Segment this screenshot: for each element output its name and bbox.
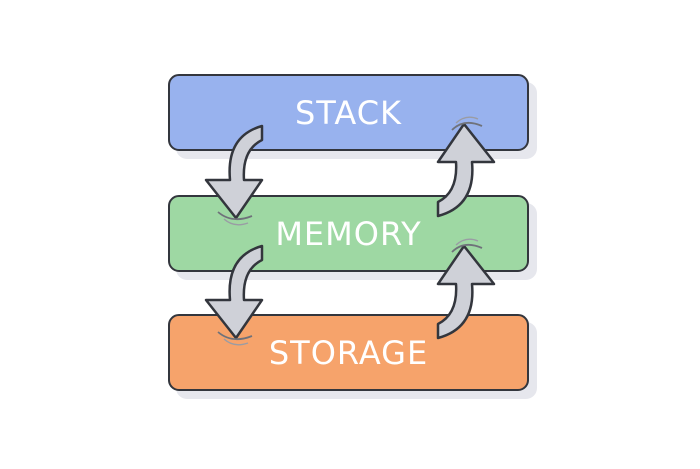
memory-label: MEMORY xyxy=(275,214,422,253)
curved-arrow-down-icon xyxy=(204,244,264,346)
stack-label: STACK xyxy=(294,93,403,132)
curved-arrow-up-icon xyxy=(436,238,496,340)
curved-arrow-up-icon xyxy=(436,116,496,218)
stack-layer: STACK xyxy=(168,74,529,151)
curved-arrow-down-icon xyxy=(204,124,264,226)
storage-label: STORAGE xyxy=(268,333,429,372)
